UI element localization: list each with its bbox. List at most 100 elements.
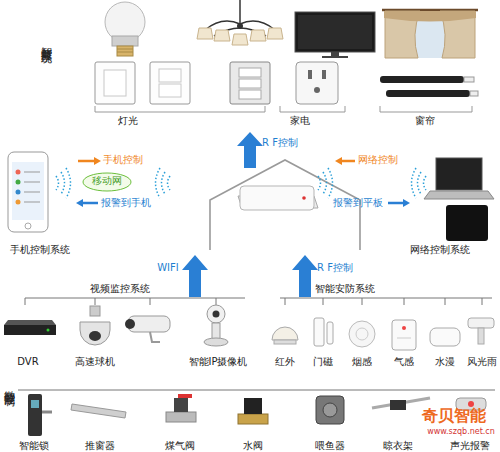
control-arrow [340,160,355,163]
system-group: 智能灯控系统灯光家电窗帘 [38,0,500,132]
control-arrow [335,157,342,165]
ip-camera [207,305,225,323]
signal-arrow [292,255,318,297]
water-sensor [430,328,460,346]
fish-feeder [316,396,344,424]
wall-switch [150,62,190,104]
bullet-camera [125,316,170,342]
smoke-sensor [356,328,368,340]
arrow-label: 网络控制 [358,154,398,166]
curtain-motor [464,77,474,82]
tree-line [216,298,217,305]
ip-camera [204,305,228,346]
tablet [446,205,488,241]
speed-dome-camera [89,331,101,341]
tree-line [445,298,446,305]
smart-socket [308,70,312,79]
laptop [424,191,494,199]
arrow-label: 报警到平板 [333,197,383,209]
smart-lock [42,411,52,414]
curtain-motor [380,76,478,97]
gas-valve [166,412,196,422]
smart-gateway [302,196,306,200]
arrow-label: R F控制 [317,262,353,274]
water-valve [238,398,268,424]
group-label: 窗帘 [415,115,435,127]
control-arrow [94,157,101,165]
smart-gateway [240,186,314,210]
curtain [384,11,476,22]
chandelier [197,28,213,39]
device-label: 晾衣架 [383,440,413,452]
fish-feeder [323,403,337,417]
led-bulb [117,49,133,50]
wall-switch [239,79,261,88]
door-sensor [327,322,333,344]
smartphone [24,172,40,173]
tablet [446,205,488,241]
device-label: 红外 [275,356,295,368]
group-bracket [280,106,345,112]
smoke-sensor [349,321,375,347]
led-bulb [105,2,145,56]
arrow-label: 报警到手机 [101,197,151,209]
device-label: DVR [17,356,38,368]
water-sensor [430,328,460,346]
dvr-recorder [4,320,56,325]
smartphone [16,170,21,175]
smart-socket [314,87,320,93]
door-sensor [314,318,324,346]
bullet-camera [125,319,135,329]
smartphone [8,152,48,232]
weather-sensor [478,328,484,344]
tree-line [323,298,324,305]
dvr-recorder [4,325,56,335]
tree-line [18,390,495,391]
gas-valve [174,398,188,412]
gas-valve [166,394,196,422]
system-heading: 网络控制系统 [410,244,470,256]
television [295,12,375,52]
device-label: 声光报警 [450,440,490,452]
system-group: 网络控制系统 [410,148,500,258]
arrow-label: 手机控制 [103,154,143,166]
gas-sensor [392,320,416,350]
curtain [382,10,478,58]
group-bracket [380,106,472,112]
ip-camera [213,311,220,318]
device-label: 烟感 [352,356,372,368]
smartphone [25,223,31,229]
chandelier [214,30,230,41]
led-bulb [117,52,133,53]
smartphone [8,152,48,232]
group-label: 家电 [290,115,310,127]
smartphone [24,182,40,183]
device-label: 水阀 [243,440,263,452]
laptop [424,158,494,199]
television [295,12,375,58]
smartphone [24,192,40,193]
wireless-signal [56,168,426,198]
water-valve [238,414,268,424]
curtain-motor [380,76,464,83]
tree-line [482,298,483,305]
tree-line [150,298,151,305]
infrared-sensor [272,327,298,344]
smart-gateway [238,186,318,210]
arrow-label: R F控制 [262,137,298,149]
device-label: 门磁 [313,356,333,368]
watermark: 奇贝智能 [422,406,486,425]
system-heading: 智能安防系统 [315,283,375,295]
ip-camera [204,338,228,346]
system-heading: 智能灯控系统 [40,38,53,44]
tree-line [404,298,405,305]
wireless-signal [412,168,427,198]
ip-camera [212,323,220,339]
wall-switch [230,62,270,104]
signal-arrow [237,132,263,168]
device-label: 智能锁 [19,440,49,452]
wall-switch [95,62,135,104]
smartphone [16,200,21,205]
